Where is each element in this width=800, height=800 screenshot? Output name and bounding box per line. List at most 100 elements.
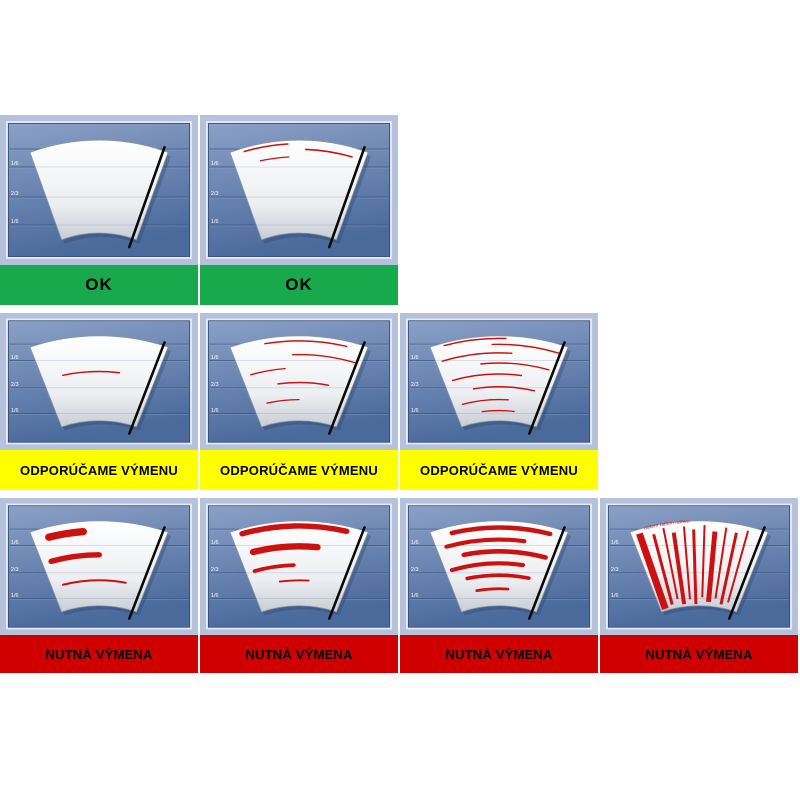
svg-text:1/6: 1/6 — [611, 540, 619, 546]
sweep-area — [29, 520, 169, 613]
screen-frame — [406, 318, 592, 445]
zone-labels: 1/6 2/3 1/6 — [11, 540, 19, 599]
zone-labels: 1/6 2/3 1/6 — [11, 161, 19, 225]
zone-labels: 1/6 2/3 1/6 — [211, 540, 219, 599]
wear-marks — [45, 527, 127, 586]
wiper-sweep-illustration: 1/6 2/3 1/6 — [206, 503, 392, 630]
wear-marks — [250, 340, 356, 404]
zone-labels: 1/62/31/6 — [11, 355, 19, 414]
sweep-area — [29, 139, 169, 241]
condition-label: NUTNÁ VÝMENA — [200, 635, 398, 673]
wiper-sweep-illustration: 1/6 2/3 1/6 — [206, 318, 392, 445]
svg-text:1/6: 1/6 — [211, 540, 219, 546]
svg-text:1/6: 1/6 — [11, 161, 19, 167]
wear-marks — [444, 525, 553, 592]
wiper-blade — [128, 526, 166, 620]
panel-image: 1/6 2/3 1/6 — [200, 498, 398, 635]
svg-text:2/3: 2/3 — [211, 567, 219, 573]
condition-label: NUTNÁ VÝMENA — [400, 635, 598, 673]
svg-text:1/6: 1/6 — [411, 408, 419, 414]
wiper-blade — [728, 526, 766, 620]
screen-frame — [6, 503, 192, 630]
sweep-area — [29, 335, 169, 428]
wiper-blade — [128, 341, 166, 435]
wear-marks — [441, 337, 560, 413]
svg-text:2/3: 2/3 — [11, 191, 19, 197]
panel-image: 1/6 2/3 1/6 — [200, 313, 398, 450]
svg-text:1/6: 1/6 — [611, 593, 619, 599]
condition-label: ODPORÚČAME VÝMENU — [0, 450, 198, 490]
zone-labels: 1/6 2/3 1/6 — [411, 540, 419, 599]
screen-frame — [6, 121, 192, 259]
wiper-sweep-illustration: 1/6 2/3 1/6 — [6, 503, 192, 630]
wiper-sweep-illustration: 1/62/31/6 — [6, 318, 192, 445]
svg-text:2/3: 2/3 — [411, 567, 419, 573]
svg-text:1/6: 1/6 — [211, 355, 219, 361]
condition-label: ODPORÚČAME VÝMENU — [400, 450, 598, 490]
sweep-area — [229, 335, 369, 428]
condition-label: OK — [200, 265, 398, 305]
wiper-blade — [328, 341, 366, 435]
svg-text:2/3: 2/3 — [211, 382, 219, 388]
condition-label: OK — [0, 265, 198, 305]
svg-text:1/6: 1/6 — [411, 540, 419, 546]
condition-label: NUTNÁ VÝMENA — [0, 635, 198, 673]
sweep-area — [229, 520, 369, 613]
panel-image: 1/6 2/3 1/6 — [400, 313, 598, 450]
wiper-sweep-illustration: 1/6 2/3 1/6 — [406, 503, 592, 630]
screen-frame — [206, 318, 392, 445]
svg-text:2/3: 2/3 — [11, 382, 19, 388]
screen-frame — [606, 503, 792, 630]
wiper-blade — [328, 145, 366, 249]
wiper-blade — [528, 526, 566, 620]
screen-frame — [6, 318, 192, 445]
svg-text:1/6: 1/6 — [11, 540, 19, 546]
svg-text:1/6: 1/6 — [11, 355, 19, 361]
condition-label: NUTNÁ VÝMENA — [600, 635, 798, 673]
screen-frame — [206, 503, 392, 630]
svg-text:1/6: 1/6 — [11, 593, 19, 599]
panel-image: 1/6 2/3 1/6 — [0, 498, 198, 635]
screen-frame — [406, 503, 592, 630]
svg-text:1/6: 1/6 — [411, 355, 419, 361]
svg-text:2/3: 2/3 — [11, 567, 19, 573]
wear-marks — [239, 523, 350, 583]
wiper-sweep-illustration: 1/62/31/6 — [206, 121, 392, 259]
screen-frame — [206, 121, 392, 259]
panel-image: 1/6 2/3 1/6 — [0, 115, 198, 265]
wear-marks — [62, 370, 121, 377]
svg-text:2/3: 2/3 — [611, 567, 619, 573]
wiper-sweep-illustration: 1/6 2/3 1/6 — [6, 121, 192, 259]
svg-text:2/3: 2/3 — [211, 191, 219, 197]
svg-text:1/6: 1/6 — [211, 593, 219, 599]
zone-labels: 1/6 2/3 1/6 — [211, 355, 219, 414]
wiper-blade — [128, 145, 166, 249]
panel-image: 1/6 2/3 1/6 — [400, 498, 598, 635]
svg-text:1/6: 1/6 — [211, 219, 219, 225]
svg-text:1/6: 1/6 — [411, 593, 419, 599]
zone-labels: 1/6 2/3 1/6 — [611, 540, 619, 599]
sweep-area — [229, 139, 369, 241]
wiper-sweep-illustration: 1/6 2/3 1/6 — [406, 318, 592, 445]
svg-text:1/6: 1/6 — [211, 408, 219, 414]
wiper-blade — [528, 341, 566, 435]
wiper-blade — [328, 526, 366, 620]
svg-text:1/6: 1/6 — [11, 219, 19, 225]
condition-label: ODPORÚČAME VÝMENU — [200, 450, 398, 490]
svg-text:2/3: 2/3 — [411, 382, 419, 388]
